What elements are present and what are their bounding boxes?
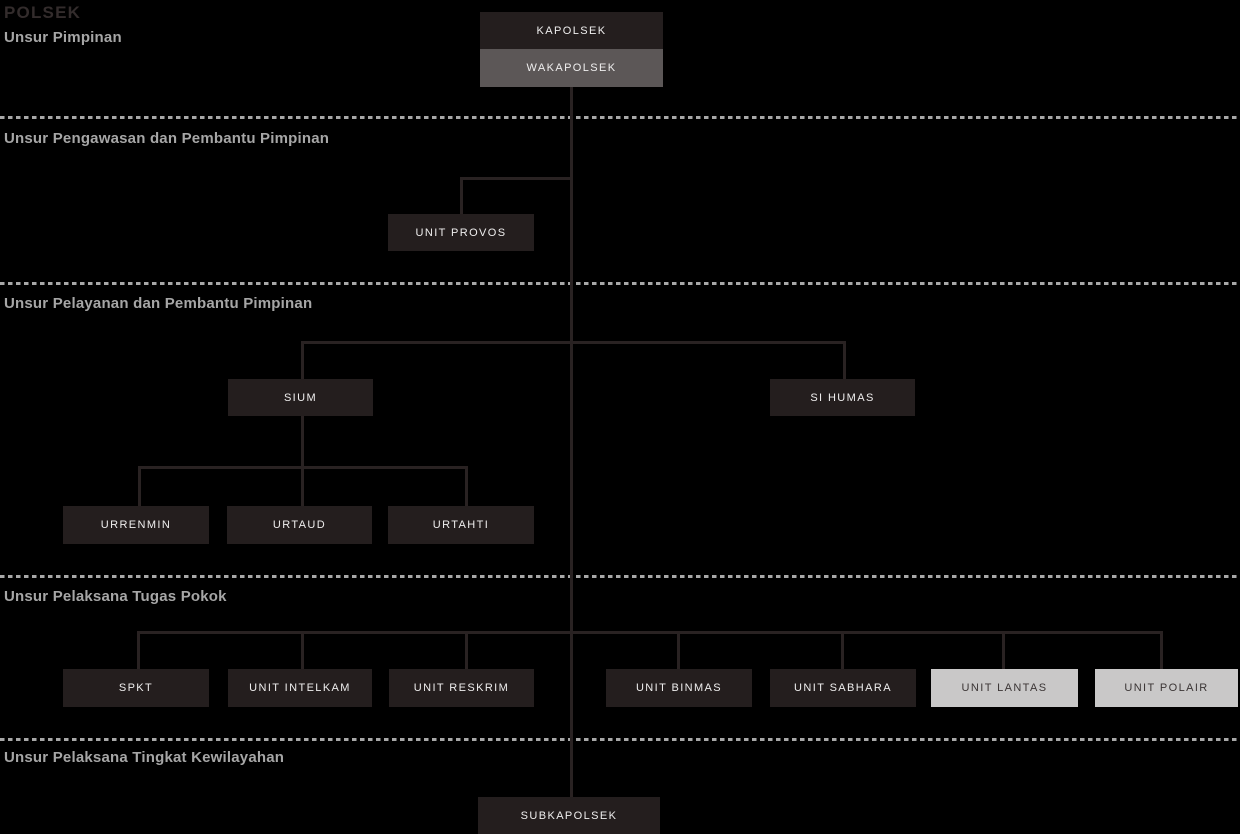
section-divider — [0, 575, 1240, 578]
node-unit-sabhara: UNIT SABHARA — [770, 669, 916, 707]
section-label-kewilayahan: Unsur Pelaksana Tingkat Kewilayahan — [4, 749, 285, 766]
section-divider — [0, 116, 1240, 119]
section-label-pimpinan: Unsur Pimpinan — [4, 29, 122, 46]
node-subkapolsek: SUBKAPOLSEK — [478, 797, 660, 834]
section-label-pelayanan: Unsur Pelayanan dan Pembantu Pimpinan — [4, 295, 313, 312]
node-si-humas: SI HUMAS — [770, 379, 915, 416]
connector-sabhara-drop — [841, 631, 844, 669]
connector-provos-drop — [460, 177, 463, 214]
node-unit-intelkam: UNIT INTELKAM — [228, 669, 372, 707]
node-spkt: SPKT — [63, 669, 209, 707]
node-unit-provos: UNIT PROVOS — [388, 214, 534, 251]
section-divider — [0, 738, 1240, 741]
page-title: POLSEK — [4, 3, 82, 22]
section-divider — [0, 282, 1240, 285]
node-unit-lantas: UNIT LANTAS — [931, 669, 1078, 707]
connector-urrenmin-drop — [138, 466, 141, 506]
connector-spine — [570, 87, 573, 797]
node-urtahti: URTAHTI — [388, 506, 534, 544]
connector-tugas-pokok-h — [137, 631, 1163, 634]
node-urrenmin: URRENMIN — [63, 506, 209, 544]
node-wakapolsek: WAKAPOLSEK — [480, 49, 663, 87]
node-urtaud: URTAUD — [227, 506, 372, 544]
section-label-pengawasan: Unsur Pengawasan dan Pembantu Pimpinan — [4, 130, 330, 147]
node-sium: SIUM — [228, 379, 373, 416]
connector-sium-drop — [301, 341, 304, 379]
node-unit-reskrim: UNIT RESKRIM — [389, 669, 534, 707]
connector-provos-h — [460, 177, 573, 180]
connector-pelayanan-h — [301, 341, 846, 344]
connector-sium-down — [301, 416, 304, 468]
connector-urtaud-drop — [301, 466, 304, 506]
node-unit-binmas: UNIT BINMAS — [606, 669, 752, 707]
connector-intelkam-drop — [301, 631, 304, 669]
connector-polair-drop — [1160, 631, 1163, 669]
connector-lantas-drop — [1002, 631, 1005, 669]
node-unit-polair: UNIT POLAIR — [1095, 669, 1238, 707]
connector-sihumas-drop — [843, 341, 846, 379]
connector-binmas-drop — [677, 631, 680, 669]
section-label-tugas-pokok: Unsur Pelaksana Tugas Pokok — [4, 588, 227, 605]
connector-reskrim-drop — [465, 631, 468, 669]
connector-urtahti-drop — [465, 466, 468, 506]
connector-spkt-drop — [137, 631, 140, 669]
node-kapolsek: KAPOLSEK — [480, 12, 663, 49]
